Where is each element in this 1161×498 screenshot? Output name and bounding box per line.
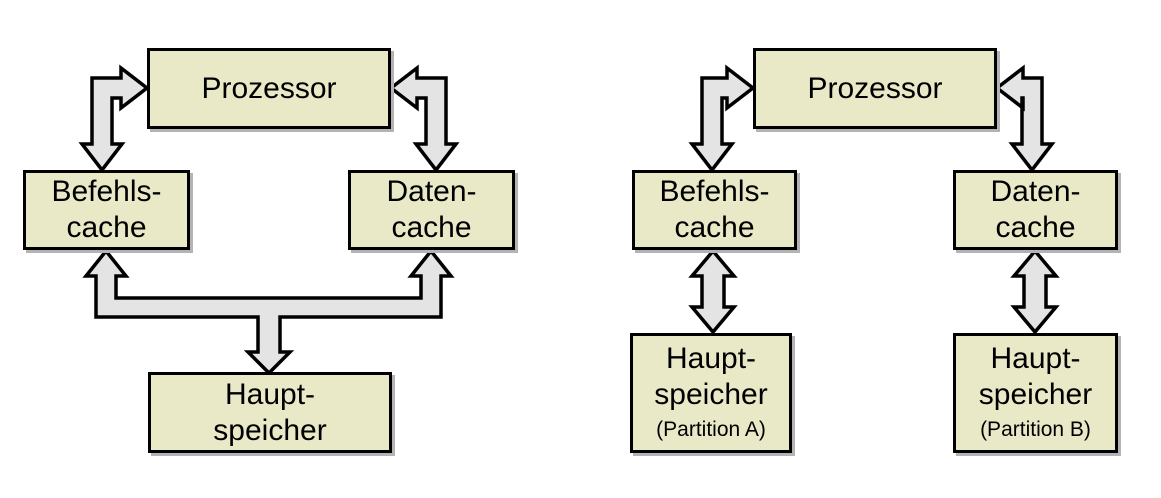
node-label: cache [66,211,147,244]
node-label: cache [995,211,1076,244]
arrow-prozessor-datencache-right [994,64,1056,173]
partition-note: (Partition B) [980,418,1091,441]
node-label: Daten- [990,175,1081,208]
node-label: Daten- [386,175,477,208]
node-label: Haupt- [990,342,1081,375]
node-label: Befehls- [659,175,770,208]
node-label: Prozessor [807,71,943,105]
arrow-datencache-hauptspeicher-b [1010,248,1060,335]
node-label: Prozessor [201,71,337,105]
arrow-befehlscache-hauptspeicher-a [688,248,738,335]
node-label: cache [391,211,472,244]
node-hauptspeicher-partition-a: Haupt- speicher (Partition A) [630,333,792,453]
node-befehlscache-right: Befehls- cache [632,170,797,250]
node-prozessor-left: Prozessor [147,48,391,129]
node-hauptspeicher-partition-b: Haupt- speicher (Partition B) [953,333,1118,453]
node-label: Haupt- [665,342,757,375]
node-label: speicher [654,378,768,411]
node-label: cache [674,211,755,244]
node-label: speicher [213,413,327,447]
node-befehlscache-left: Befehls- cache [23,170,190,250]
arrow-prozessor-datencache-left [388,64,460,173]
node-datencache-right: Daten- cache [953,170,1118,250]
partition-note: (Partition A) [656,418,766,441]
node-label: speicher [978,378,1093,411]
arrow-hauptspeicher-branch [82,248,455,376]
arrow-prozessor-befehlscache-left [78,64,150,173]
node-prozessor-right: Prozessor [753,48,997,129]
node-label: Haupt- [224,377,316,411]
node-hauptspeicher-left: Haupt- speicher [148,372,392,453]
node-datencache-left: Daten- cache [348,170,515,250]
node-label: Befehls- [51,175,162,208]
arrow-prozessor-befehlscache-right [688,64,756,173]
